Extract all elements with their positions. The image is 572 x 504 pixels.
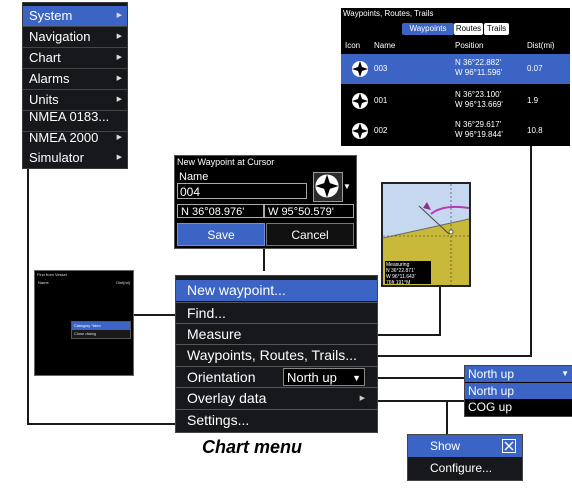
system-menu: System▶ Navigation▶ Chart▶ Alarms▶ Units… xyxy=(22,2,128,169)
dropdown-selected[interactable]: North up▼ xyxy=(465,366,572,382)
column-header-name: Name xyxy=(38,280,49,285)
show-toggle[interactable]: Show xyxy=(408,435,522,457)
chevron-right-icon: ▶ xyxy=(116,154,122,161)
chevron-down-icon: ▼ xyxy=(352,373,361,383)
menu-item-find[interactable]: Find... xyxy=(187,305,226,321)
menu-item-measure[interactable]: Measure xyxy=(187,326,242,342)
menu-item-orientation[interactable]: Orientation North up▼ xyxy=(176,367,377,388)
panel-title: Waypoints, Routes, Trails xyxy=(343,9,434,18)
checkbox-icon[interactable] xyxy=(502,439,516,453)
option-north-up[interactable]: North up xyxy=(465,383,572,399)
category-select[interactable]: Category *Ideo xyxy=(72,322,130,330)
tab-waypoints[interactable]: Waypoints xyxy=(402,23,454,35)
column-header-dist: Dist(mi) xyxy=(527,41,555,50)
waypoint-icon xyxy=(315,174,339,198)
waypoint-icon xyxy=(352,93,368,109)
find-dialog: Find from Vessel Name Dist(mi) Category … xyxy=(34,270,134,376)
waypoint-icon-selector[interactable] xyxy=(313,172,343,202)
menu-item-waypoints-routes-trails[interactable]: Waypoints, Routes, Trails... xyxy=(187,347,357,363)
chevron-right-icon: ▶ xyxy=(116,54,122,61)
tab-routes[interactable]: Routes xyxy=(454,23,483,35)
orientation-select[interactable]: North up▼ xyxy=(283,368,365,386)
dialog-title: New Waypoint at Cursor xyxy=(177,157,275,167)
chevron-right-icon: ▶ xyxy=(116,33,122,40)
new-waypoint-dialog: New Waypoint at Cursor Name 004 ▼ N 36°0… xyxy=(174,155,357,249)
menu-item-nmea-0183[interactable]: NMEA 0183... xyxy=(29,109,110,124)
save-button[interactable]: Save xyxy=(177,223,265,246)
cancel-button[interactable]: Cancel xyxy=(266,223,354,246)
column-header-position: Position xyxy=(455,41,484,50)
menu-item-simulator[interactable]: Simulator▶ xyxy=(23,148,127,168)
table-row[interactable]: 001 N 36°23.100'W 96°13.669' 1.9 xyxy=(341,86,570,116)
configure-item[interactable]: Configure... xyxy=(430,461,493,475)
chevron-down-icon: ▼ xyxy=(561,369,569,378)
waypoint-icon xyxy=(352,123,368,139)
chevron-right-icon: ▶ xyxy=(116,75,122,82)
column-header-icon: Icon xyxy=(345,41,361,50)
longitude-field[interactable]: W 95°50.579' xyxy=(264,204,354,218)
menu-item-settings[interactable]: Settings... xyxy=(187,412,250,428)
table-row[interactable]: 002 N 36°29.617'W 96°19.844' 10.8 xyxy=(341,116,570,146)
menu-item-new-waypoint[interactable]: New waypoint... xyxy=(176,280,377,301)
orientation-dropdown: North up▼ North up COG up xyxy=(464,365,572,417)
tab-trails[interactable]: Trails xyxy=(484,23,509,35)
measuring-readout: Measuring N 36°22.871' W 96°11.643' 76ft… xyxy=(385,261,431,285)
dialog-title: Find from Vessel xyxy=(37,272,67,277)
chevron-right-icon: ▶ xyxy=(116,96,122,103)
name-input[interactable]: 004 xyxy=(177,183,307,199)
waypoints-panel: Waypoints, Routes, Trails Waypoints Rout… xyxy=(341,8,570,146)
find-popup-menu: Category *Ideo Close dialog xyxy=(71,321,131,339)
overlay-data-popup: Show Configure... xyxy=(407,434,523,481)
chart-map[interactable]: Measuring N 36°22.871' W 96°11.643' 76ft… xyxy=(381,182,471,287)
menu-item-chart[interactable]: Chart▶ xyxy=(23,48,127,68)
chevron-down-icon: ▼ xyxy=(343,182,351,191)
chevron-right-icon: ▶ xyxy=(359,395,365,402)
latitude-field[interactable]: N 36°08.976' xyxy=(177,204,264,218)
menu-item-alarms[interactable]: Alarms▶ xyxy=(23,69,127,89)
name-label: Name xyxy=(179,171,209,183)
waypoint-icon xyxy=(352,61,368,77)
option-cog-up[interactable]: COG up xyxy=(468,400,513,414)
chevron-right-icon: ▶ xyxy=(116,134,122,141)
table-row[interactable]: 003 N 36°22.882'W 96°11.596' 0.07 xyxy=(341,54,570,84)
close-dialog-item[interactable]: Close dialog xyxy=(74,331,97,336)
menu-item-navigation[interactable]: Navigation▶ xyxy=(23,27,127,47)
menu-item-units[interactable]: Units▶ xyxy=(23,90,127,110)
menu-item-nmea-2000[interactable]: NMEA 2000▶ xyxy=(23,124,127,152)
chart-menu: New waypoint... Find... Measure Waypoint… xyxy=(175,275,378,433)
chart-menu-caption: Chart menu xyxy=(202,437,303,457)
column-header-dist: Dist(mi) xyxy=(116,280,130,285)
chevron-right-icon: ▶ xyxy=(116,12,122,19)
menu-item-system[interactable]: System▶ xyxy=(23,6,127,26)
column-header-name: Name xyxy=(374,41,396,50)
menu-item-overlay-data[interactable]: Overlay data▶ xyxy=(176,388,377,409)
